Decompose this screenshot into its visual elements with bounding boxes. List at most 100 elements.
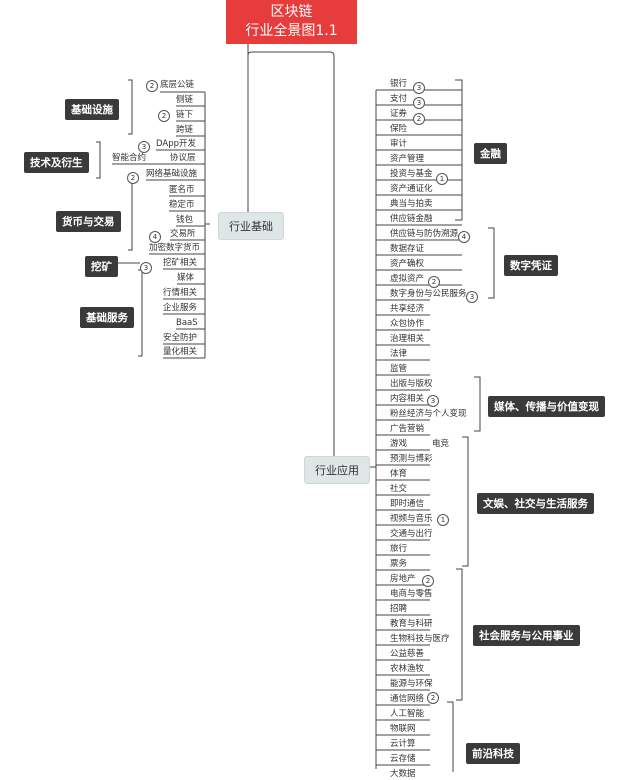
leaf-media: 媒体 xyxy=(177,273,195,283)
count-badge: 2 xyxy=(427,692,439,704)
leaf-sports: 体育 xyxy=(390,469,408,479)
leaf-social: 社交 xyxy=(390,484,408,494)
count-badge: 2 xyxy=(146,80,158,92)
leaf-ai: 人工智能 xyxy=(390,709,425,719)
leaf-esports: 电竞 xyxy=(432,439,450,449)
leaf-insurance: 保险 xyxy=(390,124,408,134)
bracket-finance xyxy=(455,79,463,221)
count-badge: 4 xyxy=(149,231,161,243)
leaf-payment: 支付 xyxy=(390,94,408,104)
category-infrastructure: 基础设施 xyxy=(65,99,119,120)
leaf-audit: 审计 xyxy=(390,139,408,149)
leaf-ecommerce: 电商与零售 xyxy=(390,589,433,599)
leaf-crypto-currency: 加密数字货币 xyxy=(149,243,201,253)
leaf-base-public-chain: 底层公链 xyxy=(160,80,195,90)
count-badge: 2 xyxy=(428,276,440,288)
count-badge: 3 xyxy=(138,141,150,153)
bracket-frontier xyxy=(447,701,454,772)
hub-industry-application: 行业应用 xyxy=(304,456,370,484)
leaf-publishing-copyright: 出版与版权 xyxy=(390,379,433,389)
leaf-quant: 量化相关 xyxy=(163,347,198,357)
category-basic-services: 基础服务 xyxy=(80,307,134,328)
bracket-media xyxy=(474,376,481,432)
leaf-asset-rights: 资产确权 xyxy=(390,259,425,269)
count-badge: 2 xyxy=(422,575,434,587)
leaf-charity: 公益慈善 xyxy=(390,649,425,659)
leaf-travel: 旅行 xyxy=(390,544,408,554)
hub-industry-foundation: 行业基础 xyxy=(218,212,284,240)
leaf-digital-identity: 数字身份与公民服务 xyxy=(390,289,467,299)
leaf-cloud-computing: 云计算 xyxy=(390,739,416,749)
category-digital-credential: 数字凭证 xyxy=(504,255,558,276)
leaf-asset-management: 资产管理 xyxy=(390,154,425,164)
category-social-public: 社会服务与公用事业 xyxy=(473,625,580,646)
category-finance: 金融 xyxy=(474,143,507,164)
leaf-transport: 交通与出行 xyxy=(390,529,433,539)
bracket-credential xyxy=(488,227,495,299)
category-frontier-tech: 前沿科技 xyxy=(466,743,520,764)
leaf-supply-chain-finance: 供应链金融 xyxy=(390,214,433,224)
count-badge: 2 xyxy=(158,110,170,122)
bracket-services xyxy=(138,269,143,357)
count-badge: 4 xyxy=(458,231,470,243)
bracket-tech xyxy=(96,141,101,179)
category-tech-derivatives: 技术及衍生 xyxy=(24,152,89,173)
leaf-law: 法律 xyxy=(390,349,408,359)
root-title-line1: 区块链 xyxy=(270,4,313,20)
leaf-biotech-medical: 生物科技与医疗 xyxy=(390,634,450,644)
leaf-market-data: 行情相关 xyxy=(163,288,198,298)
leaf-pawn-auction: 典当与拍卖 xyxy=(390,199,433,209)
leaf-bank: 银行 xyxy=(390,79,408,89)
leaf-sidechain: 侧链 xyxy=(176,95,194,105)
leaf-smart-contract: 智能合约 xyxy=(112,153,147,163)
count-badge: 3 xyxy=(427,395,439,407)
bracket-currency xyxy=(128,179,133,251)
count-badge: 1 xyxy=(437,514,449,526)
leaf-supply-chain-trace: 供应链与防伪溯源 xyxy=(390,229,459,239)
leaf-exchange: 交易所 xyxy=(170,229,196,239)
leaf-virtual-asset: 虚拟资产 xyxy=(390,274,425,284)
leaf-ticketing: 票务 xyxy=(390,559,408,569)
count-badge: 2 xyxy=(127,172,139,184)
leaf-content: 内容相关 xyxy=(390,394,425,404)
leaf-education: 教育与科研 xyxy=(390,619,433,629)
count-badge: 3 xyxy=(413,82,425,94)
root-right-link xyxy=(247,51,335,456)
leaf-game: 游戏 xyxy=(390,439,408,449)
leaf-instant-messaging: 即时通信 xyxy=(390,499,425,509)
leaf-regulation: 监管 xyxy=(390,364,408,374)
leaf-baas: BaaS xyxy=(176,318,198,328)
leaf-cloud-storage: 云存储 xyxy=(390,754,416,764)
bracket-infrastructure xyxy=(128,79,133,135)
category-mining: 挖矿 xyxy=(85,256,118,277)
count-badge: 3 xyxy=(140,262,152,274)
leaf-dapp-dev: DApp开发 xyxy=(156,139,197,149)
leaf-cross-chain: 跨链 xyxy=(176,125,194,135)
leaf-wallet: 钱包 xyxy=(176,215,194,225)
leaf-network-infra: 网络基础设施 xyxy=(146,169,198,179)
leaf-crowdsourcing: 众包协作 xyxy=(390,319,425,329)
category-entertainment-social: 文娱、社交与生活服务 xyxy=(477,493,594,514)
leaf-investment-fund: 投资与基金 xyxy=(390,169,433,179)
leaf-prediction-betting: 预测与博彩 xyxy=(390,454,433,464)
leaf-telecom: 通信网络 xyxy=(390,694,425,704)
bracket-entertainment xyxy=(462,436,469,567)
leaf-stablecoin: 稳定币 xyxy=(169,200,195,210)
leaf-off-chain: 链下 xyxy=(176,110,194,120)
count-badge: 1 xyxy=(436,173,448,185)
root-title: 区块链 行业全景图1.1 xyxy=(226,0,357,44)
leaf-fan-economy: 粉丝经济与个人变现 xyxy=(390,409,467,419)
leaf-protocol-layer: 协议层 xyxy=(170,153,196,163)
leaf-agriculture: 农林渔牧 xyxy=(390,664,425,674)
leaf-asset-tokenization: 资产通证化 xyxy=(390,184,433,194)
leaf-privacy-coin: 匿名币 xyxy=(169,185,195,195)
leaf-energy: 能源与环保 xyxy=(390,679,433,689)
leaf-securities: 证券 xyxy=(390,109,408,119)
count-badge: 3 xyxy=(466,291,478,303)
bracket-social xyxy=(456,568,463,701)
leaf-iot: 物联网 xyxy=(390,724,416,734)
count-badge: 2 xyxy=(413,113,425,125)
leaf-data-notary: 数据存证 xyxy=(390,244,425,254)
leaf-mining-related: 挖矿相关 xyxy=(163,258,198,268)
